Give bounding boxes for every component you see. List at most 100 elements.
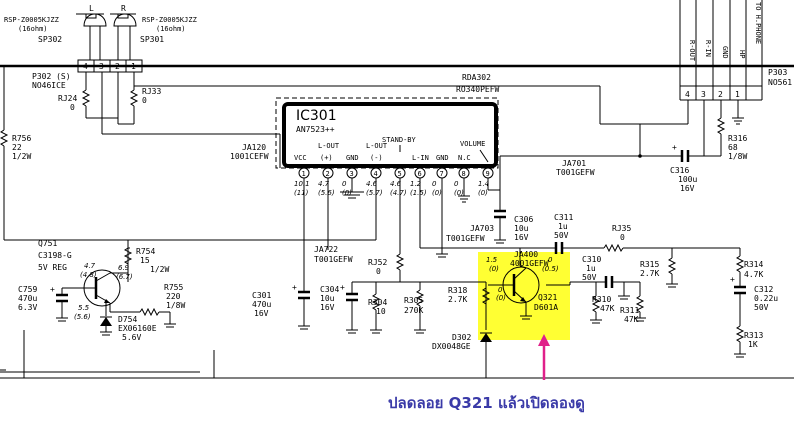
p303-label-rin: R-IN	[704, 40, 712, 57]
r311-value: 47K	[624, 315, 639, 324]
r754-wattage: 1/2W	[150, 265, 169, 274]
r318-value: 2.7K	[448, 295, 467, 304]
ic301-pins: 110.1(11)24.7(5.6)30(0)44.6(5.7)54.6(4.7…	[294, 166, 494, 197]
r318-ref: R318	[448, 286, 467, 295]
ja120-value: 1001CEFW	[230, 152, 269, 161]
c316-voltage: 16V	[680, 184, 695, 193]
r304-ref: R304	[368, 298, 387, 307]
resistor-r311: R311 47K	[620, 295, 646, 324]
d302-ref: D302	[452, 333, 471, 342]
q321-voltage-2b: (0.5)	[542, 265, 559, 273]
ic301-pin-number: 5	[398, 170, 402, 178]
q321-voltage-2: 0	[548, 256, 553, 264]
r314-ref: R314	[744, 260, 763, 269]
ic301-pin-number: 4	[374, 170, 378, 178]
resistor-rj35: RJ35 0	[603, 224, 631, 253]
ja701-ref: JA701	[562, 159, 586, 168]
ic301-pin-number: 7	[440, 170, 444, 178]
p303-pin-3: 3	[701, 90, 706, 99]
q321-voltage-3b: (0)	[496, 294, 506, 302]
ic301-pin-voltage: 0	[342, 180, 347, 188]
ic301-func-gnd2: GND	[436, 154, 449, 162]
r316-wattage: 1/8W	[728, 152, 747, 161]
diode-d754: D754 EX06160E 5.6V	[100, 315, 157, 342]
p302-pin-4: 4	[83, 62, 88, 71]
capacitor-c312: + C312 0.22u 50V	[730, 275, 778, 326]
c301-value: 470u	[252, 300, 271, 309]
ic301-pin-voltage-alt: (0)	[478, 189, 488, 197]
r756-wattage: 1/2W	[12, 152, 31, 161]
ic301-lout-2: L-OUT	[366, 142, 388, 150]
ic301-volume: VOLUME	[460, 140, 485, 148]
c759-voltage: 6.3V	[18, 303, 37, 312]
r305-ref: R305	[404, 296, 423, 305]
c312-voltage: 50V	[754, 303, 769, 312]
svg-text:+: +	[730, 275, 735, 284]
c310-ref: C310	[582, 255, 601, 264]
capacitor-c301: + C301 470u 16V	[252, 283, 310, 330]
speaker-right-letter: R	[121, 4, 126, 13]
r310-value: 47K	[600, 304, 615, 313]
c316-value: 100u	[678, 175, 697, 184]
ic301-pin-voltage: 4.6	[390, 180, 402, 188]
c310-value: 1u	[586, 264, 596, 273]
ic301-pin-number: 2	[326, 170, 330, 178]
speaker-right-impedance: (16ohm)	[156, 25, 186, 33]
q751-voltage-2: 5.5	[78, 304, 90, 312]
q751-func: 5V REG	[38, 263, 67, 272]
c306-value: 10u	[514, 224, 529, 233]
ic301-pin-voltage-alt: (11)	[294, 189, 309, 197]
c759-value: 470u	[18, 294, 37, 303]
p303-label-hp: HP	[738, 50, 746, 58]
resistor-rj33: RJ33 0	[129, 72, 161, 118]
r313-ref: R313	[744, 331, 763, 340]
p303-label-gnd: GND	[721, 46, 729, 59]
p303-part: NO561	[768, 78, 792, 87]
connector-p303: R-OUT R-IN GND HP TO H.PHONE 4 3 2 1 P30…	[679, 0, 792, 101]
resistor-r754: R754 15 1/2W 6.9 (6.7)	[116, 247, 169, 281]
r316-ref: R316	[728, 134, 747, 143]
ja120-ref: JA120	[242, 143, 266, 152]
c759-ref: C759	[18, 285, 37, 294]
resistor-r318: R318 2.7K	[448, 286, 491, 305]
ic301-lout-1: L-OUT	[318, 142, 340, 150]
rda302-value: RO340PEFW	[456, 85, 500, 94]
resistor-r755: R755 220 1/8W	[139, 283, 185, 328]
transistor-q321: Q321 D601A 1.5 (0) 0 (0.5) 0 (0) JA400 4…	[486, 248, 571, 312]
p302-pin-2: 2	[115, 62, 120, 71]
q751-ref: Q751	[38, 239, 57, 248]
p302-pin-1: 1	[131, 62, 136, 71]
ic301-func-lin: L-IN	[412, 154, 429, 162]
r756-ref: R756	[12, 134, 31, 143]
rj52-ref: RJ52	[368, 258, 387, 267]
p303-ref: P303	[768, 68, 787, 77]
capacitor-c316: + C316 100u 16V	[640, 143, 721, 193]
d754-ref: D754	[118, 315, 137, 324]
resistor-r304: R304 10	[368, 293, 387, 334]
q321-voltage-3: 0	[498, 286, 503, 294]
r754-value: 15	[140, 256, 150, 265]
rj24-value: 0	[70, 103, 75, 112]
ic301-func-vcc: VCC	[294, 154, 307, 162]
r754-voltage-b: (6.7)	[116, 273, 133, 281]
speaker-left-part: RSP-Z0005KJZZ	[4, 16, 59, 24]
r755-value: 220	[166, 292, 181, 301]
ja400-ref: JA400	[514, 250, 538, 259]
q321-voltage-1: 1.5	[486, 256, 498, 264]
q751-voltage-1b: (4.8)	[80, 271, 97, 279]
p302-part: NO46ICE	[32, 81, 66, 90]
speaker-left-ref: SP302	[38, 35, 62, 44]
d754-part: EX06160E	[118, 324, 157, 333]
c312-ref: C312	[754, 285, 773, 294]
rj35-value: 0	[620, 233, 625, 242]
ic301-pin-voltage: 1.4	[478, 180, 489, 188]
rj52-value: 0	[376, 267, 381, 276]
ja703-value: T001GEFW	[446, 234, 485, 243]
c306-ref: C306	[514, 215, 533, 224]
capacitor-c304: + C304 10u 16V	[320, 283, 358, 334]
c301-ref: C301	[252, 291, 271, 300]
q751-voltage-1: 4.7	[84, 262, 96, 270]
ic301-pin-voltage-alt: (5.7)	[366, 189, 383, 197]
transistor-q751: Q751 C3198-G 5V REG 4.7 (4.8) 5.5 (5.6)	[38, 239, 129, 321]
ic301-pin-number: 9	[486, 170, 490, 178]
